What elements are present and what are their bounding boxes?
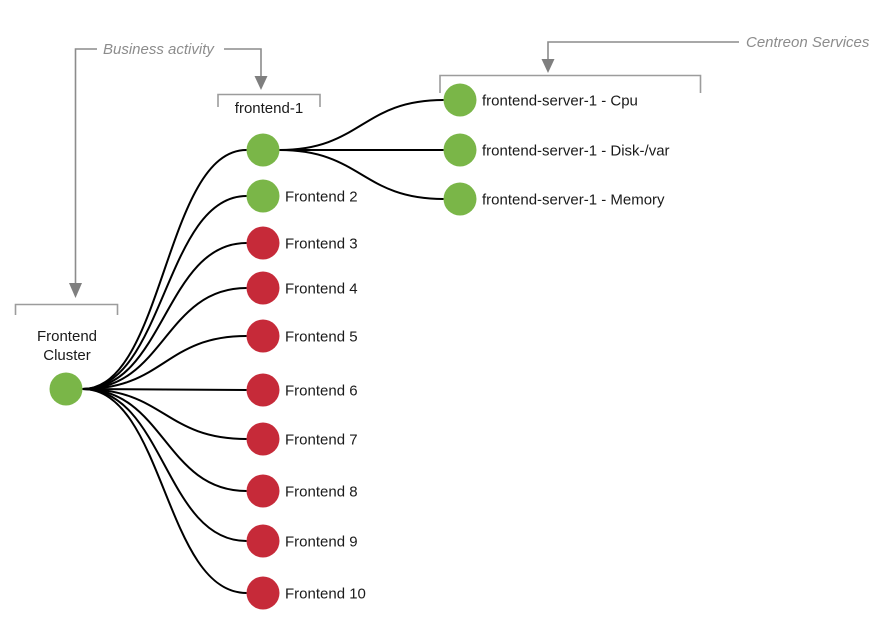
node-label-frontend-3: Frontend 3 — [285, 236, 358, 253]
node-frontend-8[interactable] — [246, 474, 280, 508]
edges-layer — [82, 99, 444, 594]
centreon-services-label: Centreon Services — [746, 34, 870, 51]
business-activity-label: Business activity — [103, 41, 215, 58]
edge — [82, 287, 247, 390]
node-label-frontend-5: Frontend 5 — [285, 329, 358, 346]
callout-business-activity: Business activity — [69, 41, 268, 298]
edge — [82, 388, 247, 440]
bracket-frontend-cluster — [14, 303, 119, 315]
node-label-frontend-2: Frontend 2 — [285, 189, 358, 206]
root-label-line2: Cluster — [43, 347, 91, 364]
node-frontend-4[interactable] — [246, 271, 280, 305]
node-label-frontend-server-1-memory: frontend-server-1 - Memory — [482, 192, 665, 209]
root-label-line1: Frontend — [37, 328, 97, 345]
node-label-frontend-8: Frontend 8 — [285, 484, 358, 501]
node-label-frontend-1: frontend-1 — [235, 100, 303, 117]
callout-line-right — [224, 48, 262, 76]
node-frontend-server-1-cpu[interactable] — [443, 83, 477, 117]
node-frontend-3[interactable] — [246, 226, 280, 260]
nodes-layer — [49, 83, 477, 610]
node-frontend-6[interactable] — [246, 373, 280, 407]
edge — [82, 388, 247, 594]
node-frontend-2[interactable] — [246, 179, 280, 213]
edge — [82, 335, 247, 390]
edge — [82, 388, 247, 391]
node-frontend-server-1-memory[interactable] — [443, 182, 477, 216]
node-label-frontend-server-1-cpu: frontend-server-1 - Cpu — [482, 93, 638, 110]
edge — [279, 99, 444, 151]
node-label-frontend-6: Frontend 6 — [285, 383, 358, 400]
node-frontend-server-1-disk-var[interactable] — [443, 133, 477, 167]
edge — [82, 388, 247, 492]
node-frontend-10[interactable] — [246, 576, 280, 610]
labels-layer: Frontend 2 Frontend 3 Frontend 4 Frontend 5… — [285, 93, 670, 603]
edge — [82, 242, 247, 390]
node-frontend-7[interactable] — [246, 422, 280, 456]
root-node-label: Frontend Cluster — [37, 328, 97, 364]
callout-line-left — [74, 48, 97, 283]
node-label-frontend-7: Frontend 7 — [285, 432, 358, 449]
node-label-frontend-9: Frontend 9 — [285, 534, 358, 551]
arrow-down-icon — [254, 76, 268, 90]
edge — [279, 149, 444, 200]
arrow-down-icon — [69, 283, 82, 298]
edge — [82, 195, 247, 390]
arrow-down-icon — [541, 59, 555, 73]
node-label-frontend-server-1-disk-var: frontend-server-1 - Disk-/var — [482, 143, 670, 160]
node-frontend-1[interactable] — [246, 133, 280, 167]
bracket-centreon-services — [439, 74, 702, 93]
callout-centreon-services: Centreon Services — [541, 34, 870, 73]
node-label-frontend-10: Frontend 10 — [285, 586, 366, 603]
node-frontend-9[interactable] — [246, 524, 280, 558]
node-frontend-cluster[interactable] — [49, 372, 83, 406]
node-frontend-5[interactable] — [246, 319, 280, 353]
bracket-frontend-1 — [217, 93, 321, 107]
edge — [82, 388, 247, 542]
callout-line — [547, 41, 739, 59]
edge — [82, 149, 247, 390]
node-label-frontend-4: Frontend 4 — [285, 281, 358, 298]
